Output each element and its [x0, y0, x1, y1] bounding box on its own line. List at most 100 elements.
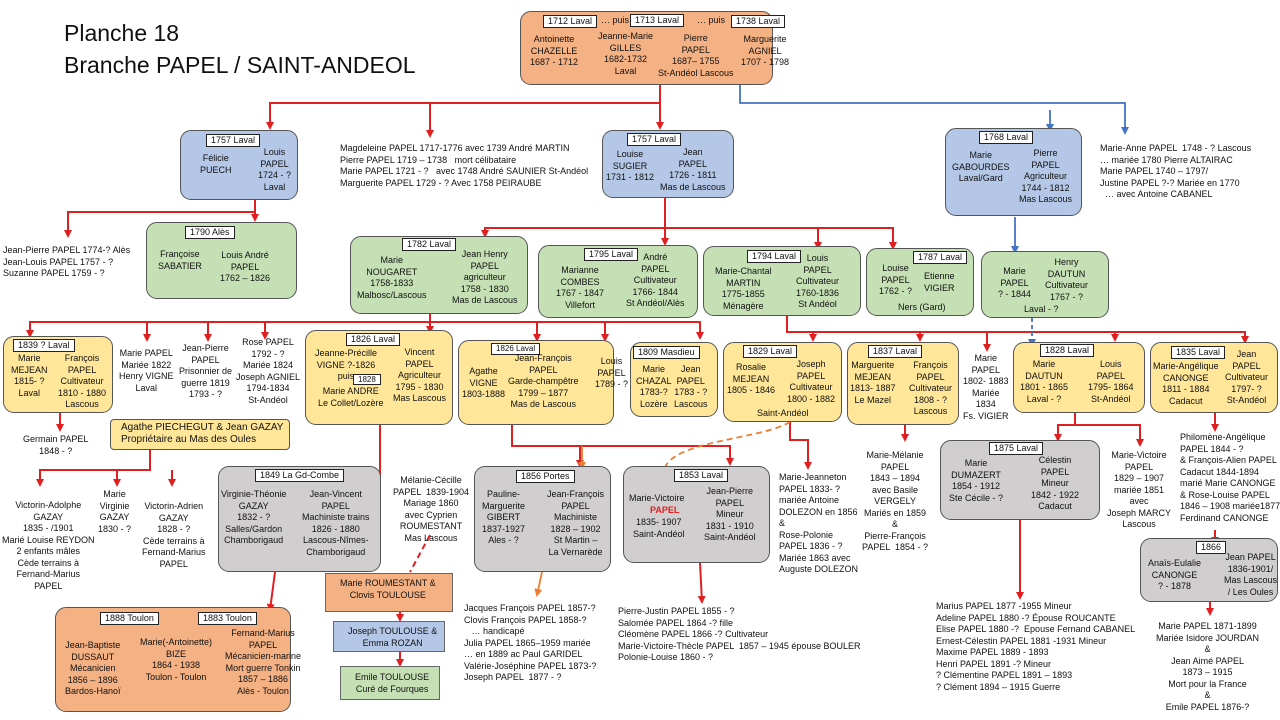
- louis-papel-1789: Louis PAPEL 1789 - ?: [595, 356, 629, 389]
- person-marie-dautun: Marie DAUTUN 1801 - 1865 Laval - ?: [1020, 359, 1069, 404]
- marriage-1839: 1839 ? Laval: [13, 339, 75, 352]
- marriage-1790: 1790 Alès: [185, 226, 235, 239]
- marriage-1853: 1853 Laval: [674, 469, 729, 482]
- marie-roumestant-clovis-toulouse: Marie ROUMESTANT & Clovis TOULOUSE: [340, 578, 436, 600]
- combes-couple-box: [538, 245, 698, 318]
- dautun1-couple-box: [981, 251, 1109, 318]
- person-jean-baptiste-dussaut: Jean-Baptiste DUSSAUT Mécanicien 1856 – …: [65, 640, 121, 696]
- joseph-toulouse-emma-rozan: Joseph TOULOUSE & Emma ROZAN: [348, 626, 438, 648]
- person-louis-papel-1795: Louis PAPEL 1795- 1864 St-Andéol: [1088, 359, 1134, 404]
- person-andre-papel: André PAPEL Cultivateur 1766- 1844 St An…: [626, 252, 685, 308]
- person-jean-pierre-papel-1831: Jean-Pierre PAPEL Mineur 1831 - 1910 Sai…: [704, 486, 756, 542]
- marriage-1738-header: 1738 Laval: [731, 15, 786, 28]
- person-joseph-papel-1800: Joseph PAPEL Cultivateur 1800 - 1882: [787, 359, 836, 404]
- combe-1849-box: [218, 466, 381, 572]
- person-pierre-papel-1687: Pierre PAPEL 1687– 1755 St-Andéol Lascou…: [658, 33, 734, 78]
- person-jean-henry-papel: Jean Henry PAPEL agriculteur 1758 - 1830…: [452, 249, 518, 305]
- page-title: Planche 18: [64, 20, 180, 46]
- roumestant-box: [325, 573, 453, 612]
- siblings-left-text: Jean-Pierre PAPEL 1774-? Alès Jean-Louis…: [3, 245, 131, 278]
- place-ners: Ners (Gard): [898, 302, 946, 312]
- person-marie-chantal-martin: Marie-Chantal MARTIN 1775-1855 Ménagère: [715, 266, 772, 311]
- children-marius-papel: Marius PAPEL 1877 -1955 Mineur Adeline P…: [936, 601, 1136, 692]
- marriage-1782: 1782 Laval: [402, 238, 457, 251]
- marriage-1757-puech: 1757 Laval: [206, 134, 261, 147]
- marriage-1757-sugier: 1757 Laval: [627, 133, 682, 146]
- mv1853-couple-box: [623, 466, 770, 563]
- person-marguerite-mejean: Marguerite MEJEAN 1813- 1887 Le Mazel: [850, 360, 896, 405]
- person-marie-antoinette-bize: Marie(-Antoinette) BIZE 1864 - 1938 Toul…: [140, 637, 213, 682]
- marriage-1787: 1787 Laval: [913, 251, 968, 264]
- marriage-1712-header: 1712 Laval: [543, 15, 598, 28]
- person-pierre-papel-1744: Pierre PAPEL Agriculteur 1744 - 1812 Mas…: [1019, 148, 1073, 204]
- emile-toulouse-box: [340, 666, 440, 700]
- person-etienne-vigier: Etienne VIGIER: [924, 271, 955, 293]
- person-jean-papel-1783: Jean PAPEL 1783 - ? Lascous: [674, 364, 708, 409]
- marriage-1826-agathe: 1826 Laval: [491, 343, 541, 355]
- marriage-1713-header: 1713 Laval: [630, 14, 685, 27]
- marriage-1856: 1856 Portes: [516, 470, 575, 483]
- marie-melanie-papel: Marie-Mélanie PAPEL 1843 – 1894 avec Bas…: [862, 450, 929, 552]
- toulouse-rozan-box: [333, 621, 445, 652]
- person-francois-papel-1808: François PAPEL Cultivateur 1808 - ? Lasc…: [909, 360, 953, 416]
- person-marie-angelique-canonge: Marie-Angélique CANONGE 1811 - 1884 Cada…: [1153, 361, 1219, 406]
- person-marguerite-agniel: Marguerite AGNIEL 1707 - 1798: [741, 34, 790, 67]
- person-francoise-sabatier: Françoise SABATIER: [158, 249, 202, 271]
- gibert-couple-box: [474, 466, 611, 572]
- rose-papel: Rose PAPEL 1792 - ? Mariée 1824 Joseph A…: [236, 337, 301, 405]
- marriage-1849: 1849 La Gd-Combe: [255, 469, 345, 482]
- person-jean-papel-1836: Jean PAPEL 1836-1901/ Mas Lascous / Les …: [1224, 552, 1278, 597]
- person-marie-chazal: Marie CHAZAL 1783-? Lozère: [636, 364, 672, 409]
- marriage-1795: 1795 Laval: [584, 248, 639, 261]
- person-marie-victoire-dates: 1835- 1907 Saint-Andéol: [633, 517, 685, 539]
- marriage-1888: 1888 Toulon: [100, 612, 159, 625]
- marriage-1828-dautun: 1828 Laval: [1040, 344, 1095, 357]
- person-louise-sugier: Louise SUGIER 1731 - 1812: [606, 149, 655, 182]
- marie-victoire-papel-1829: Marie-Victoire PAPEL 1829 – 1907 mariée …: [1107, 450, 1172, 529]
- marriage-1829: 1829 Laval: [743, 345, 798, 358]
- person-fernand-marius-papel: Fernand-Marius PAPEL Mécanicien-marine M…: [225, 628, 302, 696]
- marie-papel-1822: Marie PAPEL Mariée 1822 Henry VIGNE Lava…: [119, 348, 174, 393]
- page-subtitle: Branche PAPEL / SAINT-ANDEOL: [64, 52, 416, 78]
- person-louise-papel-1762: Louise PAPEL 1762 - ?: [879, 263, 913, 296]
- children-marie-papel-1871: Marie PAPEL 1871-1899 Mariée Isidore JOU…: [1156, 621, 1260, 712]
- marriage-1883: 1883 Toulon: [198, 612, 257, 625]
- piechegut-box: [110, 419, 290, 450]
- person-antoinette-chazelle: Antoinette CHAZELLE 1687 - 1712: [530, 34, 579, 67]
- person-louis-papel-1760: Louis PAPEL Cultivateur 1760-1836 St And…: [796, 253, 840, 309]
- person-marie-nougaret: Marie NOUGARET 1758-1833 Malbosc/Lascous: [357, 255, 427, 300]
- marriage-1866: 1866: [1196, 541, 1227, 554]
- marriage-1809: 1809 Masdieu: [633, 346, 700, 359]
- person-louis-papel-1724: Louis PAPEL 1724 - ? Laval: [258, 147, 292, 192]
- person-jeanne-precille-vigne: Jeanne-Précille VIGNE ?-1826 puis: [315, 348, 378, 381]
- marriage-1875: 1875 Laval: [989, 442, 1044, 455]
- philomene-angelique-papel: Philomène-Angélique PAPEL 1844 - ? & Fra…: [1180, 432, 1280, 523]
- victorin-adolphe-gazay: Victorin-Adolphe GAZAY 1835 - /1901 Mari…: [2, 500, 95, 591]
- person-jean-papel-1797: Jean PAPEL Cultivateur 1797- ? St-Andéol: [1225, 349, 1269, 405]
- melanie-cecille-papel: Mélanie-Cécille PAPEL 1839-1904 Mariage …: [393, 475, 470, 543]
- person-jean-francois-papel-1828: Jean-François PAPEL Machiniste 1828 – 19…: [547, 489, 605, 557]
- person-marie-papel-1844: Marie PAPEL ? - 1844: [998, 266, 1032, 299]
- person-jeanne-marie-gilles: Jeanne-Marie GILLES 1682-1732 Laval: [598, 31, 654, 76]
- person-jean-francois-papel-1799: Jean-François PAPEL Garde-champêtre 1799…: [508, 353, 579, 409]
- puis-2: … puis: [697, 15, 726, 25]
- marriage-1768: 1768 Laval: [979, 131, 1034, 144]
- marie-papel-1802: Marie PAPEL 1802- 1883 Mariée 1834 Fs. V…: [963, 353, 1009, 421]
- person-marie-dumazert: Marie DUMAZERT 1854 - 1912 Ste Cécile - …: [949, 458, 1004, 503]
- person-marie-mejean-1815: Marie MEJEAN 1815- ? Laval: [11, 353, 48, 398]
- emile-toulouse-cure: Emile TOULOUSE Curé de Fourques: [355, 672, 430, 694]
- marriage-1835: 1835 Laval: [1171, 346, 1226, 359]
- person-vincent-papel: Vincent PAPEL Agriculteur 1795 - 1830 Ma…: [393, 347, 447, 403]
- person-felicie-puech: Félicie PUECH: [200, 153, 232, 175]
- person-marie-andre: Marie ANDRE Le Collet/Lozère: [318, 386, 384, 408]
- person-virginie-theonie-gazay: Virginie-Théonie GAZAY 1832 - ? Salles/G…: [221, 489, 287, 545]
- person-louis-andre-papel: Louis André PAPEL 1762 – 1826: [220, 250, 271, 283]
- siblings-right-text: Marie-Anne PAPEL 1748 - ? Lascous … mari…: [1100, 143, 1252, 199]
- jean-pierre-prisonnier: Jean-Pierre PAPEL Prisonnier de guerre 1…: [179, 343, 233, 399]
- marriage-1837: 1837 Laval: [868, 345, 923, 358]
- children-jacques-francois: Jacques François PAPEL 1857-? Clovis Fra…: [464, 603, 597, 682]
- agathe-piechegut-jean-gazay: Agathe PIECHEGUT & Jean GAZAY Propriétai…: [121, 422, 284, 445]
- place-laval-dautun1: Laval - ?: [1024, 304, 1059, 314]
- children-pierre-justin: Pierre-Justin PAPEL 1855 - ? Salomée PAP…: [618, 606, 861, 662]
- marriage-1828: 1828: [353, 374, 381, 385]
